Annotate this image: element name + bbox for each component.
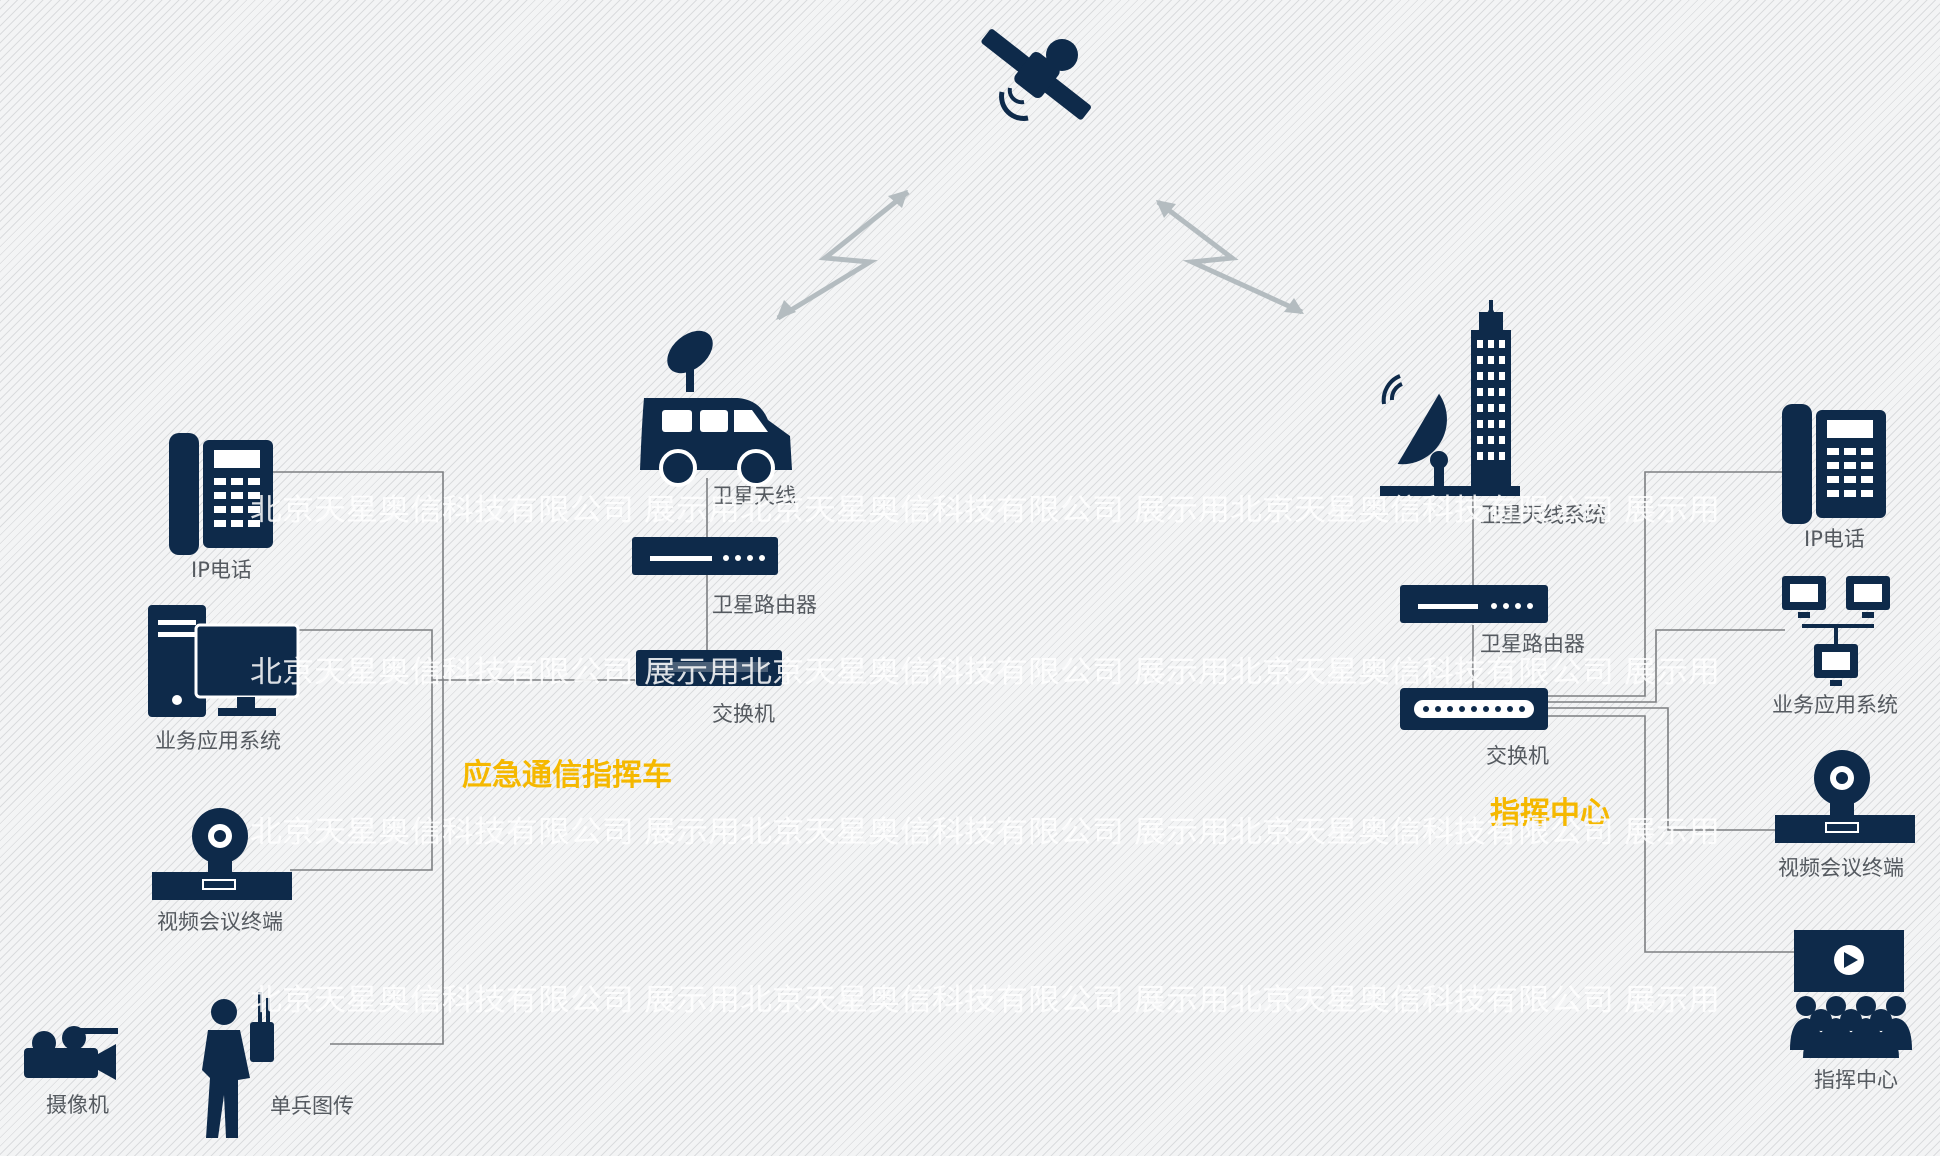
right-ip-phone-icon (1782, 404, 1886, 524)
camera-icon (24, 1026, 118, 1080)
command-center-title: 指挥中心 (1490, 796, 1610, 831)
left-wireless-link-icon (776, 190, 910, 321)
right-business-system-label: 业务应用系统 (1772, 693, 1898, 717)
right-business-system-icon (1782, 576, 1890, 686)
left-ip-phone-icon (169, 433, 273, 555)
command-building-icon (1380, 300, 1520, 496)
soldier-transmission-label: 单兵图传 (270, 1094, 354, 1118)
vehicle-switch-icon (636, 650, 782, 686)
right-video-terminal-label: 视频会议终端 (1778, 856, 1904, 880)
vehicle-antenna-label: 卫星天线 (712, 484, 796, 508)
command-center-label: 指挥中心 (1814, 1068, 1898, 1092)
satellite-vehicle-icon (640, 330, 792, 487)
watermark: 北京天星奥信科技有限公司 展示用北京天星奥信科技有限公司 展示用北京天星奥信科技… (250, 493, 1720, 1018)
left-ip-phone-label: IP电话 (191, 558, 252, 582)
vehicle-router-icon (632, 537, 778, 575)
left-business-system-label: 业务应用系统 (155, 729, 281, 753)
left-business-system-icon (148, 605, 300, 717)
vehicle-station-title: 应急通信指挥车 (462, 758, 672, 793)
camera-label: 摄像机 (46, 1093, 109, 1117)
watermark-line-3: 北京天星奥信科技有限公司 展示用北京天星奥信科技有限公司 展示用北京天星奥信科技… (250, 815, 1720, 850)
vehicle-switch-label: 交换机 (712, 702, 775, 726)
watermark-line-2: 北京天星奥信科技有限公司 展示用北京天星奥信科技有限公司 展示用北京天星奥信科技… (250, 655, 1720, 690)
left-video-terminal-label: 视频会议终端 (157, 910, 283, 934)
vehicle-router-label: 卫星路由器 (712, 593, 817, 617)
watermark-line-1: 北京天星奥信科技有限公司 展示用北京天星奥信科技有限公司 展示用北京天星奥信科技… (250, 493, 1720, 528)
right-wireless-link-icon (1156, 200, 1304, 315)
right-ip-phone-label: IP电话 (1804, 527, 1865, 551)
center-router-icon (1400, 585, 1548, 623)
center-router-label: 卫星路由器 (1480, 632, 1585, 656)
center-antenna-system-label: 卫星天线系统 (1480, 503, 1606, 527)
left-video-terminal-icon (152, 808, 292, 900)
soldier-transmission-icon (202, 992, 274, 1138)
connection-lines (270, 471, 1795, 1045)
center-switch-label: 交换机 (1486, 744, 1549, 768)
right-video-terminal-icon (1775, 750, 1915, 843)
watermark-line-4: 北京天星奥信科技有限公司 展示用北京天星奥信科技有限公司 展示用北京天星奥信科技… (250, 983, 1720, 1018)
command-center-icon (1790, 930, 1912, 1058)
satellite-icon (981, 29, 1091, 121)
center-switch-icon (1400, 688, 1548, 730)
